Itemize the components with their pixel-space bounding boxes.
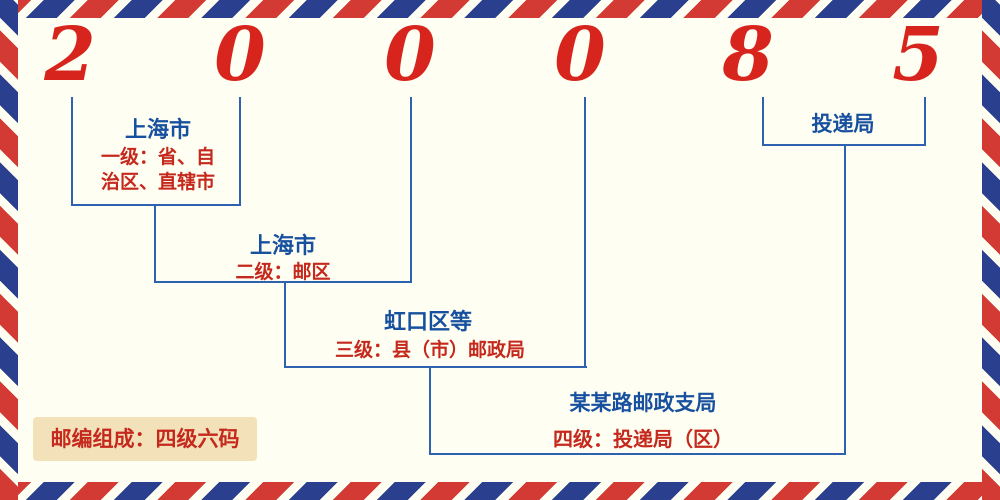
postal-digit-1: 2 xyxy=(44,12,96,98)
airmail-border-top xyxy=(0,0,1000,18)
line-digit3-drop xyxy=(410,97,412,283)
postal-digit-5: 8 xyxy=(722,12,774,98)
level2-name: 上海市 xyxy=(249,234,317,259)
line-digit1-drop xyxy=(71,97,73,206)
level2-desc: 二级：邮区 xyxy=(235,261,331,283)
level4-name: 某某路邮政支局 xyxy=(569,391,717,415)
line-level1-bottom xyxy=(71,204,241,206)
level3-name: 虹口区等 xyxy=(383,310,473,335)
postal-digit-4: 0 xyxy=(554,12,606,98)
postal-digit-2: 0 xyxy=(214,12,266,98)
level1-desc-line1: 一级：省、自 xyxy=(100,146,216,168)
line-level3-bottom xyxy=(284,366,587,368)
line-branch-bracket-bottom xyxy=(762,144,926,146)
line-level3-to-level4 xyxy=(429,366,431,455)
level3-desc: 三级：县（市）邮政局 xyxy=(334,339,526,361)
composition-badge: 邮编组成：四级六码 xyxy=(33,417,257,461)
airmail-border-bottom xyxy=(0,482,1000,500)
airmail-border-right xyxy=(982,0,1000,500)
line-branch-drop xyxy=(844,144,846,455)
line-branch-bracket-right xyxy=(924,97,926,146)
level4-desc: 四级：投递局（区） xyxy=(553,427,733,451)
line-digit2-drop xyxy=(239,97,241,206)
line-level1-to-level2 xyxy=(154,204,156,283)
level1-name: 上海市 xyxy=(124,118,192,143)
line-level2-bottom xyxy=(154,281,412,283)
postal-digit-6: 5 xyxy=(892,12,944,98)
level1-desc-line2: 治区、直辖市 xyxy=(100,171,216,193)
line-level4-bottom xyxy=(429,453,846,455)
line-digit4-drop xyxy=(584,97,586,368)
line-branch-bracket-left xyxy=(762,97,764,146)
postal-digit-3: 0 xyxy=(384,12,436,98)
line-level2-to-level3 xyxy=(284,281,286,368)
airmail-border-left xyxy=(0,0,18,500)
level4-branch-label: 投递局 xyxy=(811,112,875,136)
